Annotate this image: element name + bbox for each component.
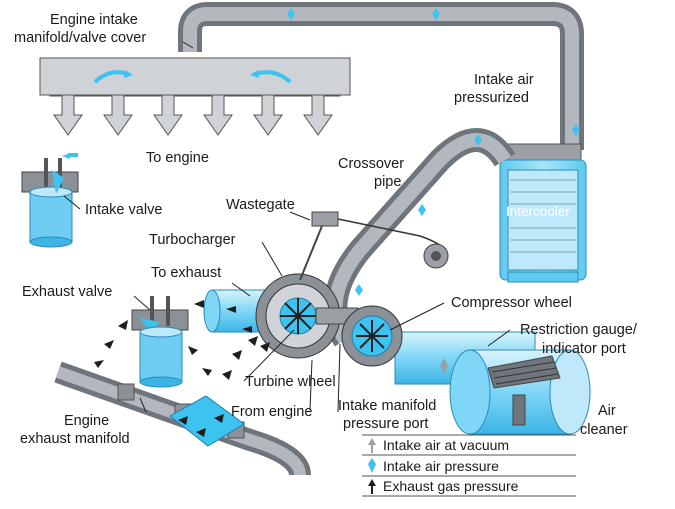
legend: Intake air at vacuum Intake air pressure… bbox=[362, 434, 576, 497]
intake-pipe bbox=[178, 2, 584, 150]
gray-arrow-icon bbox=[368, 438, 376, 453]
air-cleaner-label: Air cleaner bbox=[580, 403, 628, 438]
blue-arrow-icon bbox=[368, 458, 376, 473]
to-engine-label: To engine bbox=[146, 150, 209, 166]
intake-manifold-port-label: Intake manifold pressure port bbox=[338, 398, 440, 432]
legend-item-intake-pressure: Intake air pressure bbox=[368, 458, 499, 474]
to-exhaust-label: To exhaust bbox=[151, 265, 221, 281]
intake-manifold bbox=[39, 57, 351, 136]
restriction-gauge-label: Restriction gauge/ indicator port bbox=[520, 322, 641, 357]
intake-valve-label: Intake valve bbox=[85, 202, 162, 218]
from-engine-label: From engine bbox=[231, 404, 312, 420]
intake-cylinder bbox=[21, 153, 79, 248]
black-arrow-icon bbox=[368, 479, 376, 494]
compressor-wheel-label: Compressor wheel bbox=[451, 295, 572, 311]
exhaust-valve-label: Exhaust valve bbox=[22, 284, 112, 300]
crossover-pipe-label: Crossover pipe bbox=[338, 156, 408, 190]
turbocharger-label: Turbocharger bbox=[149, 232, 236, 248]
air-cleaner bbox=[449, 349, 591, 435]
wastegate-label: Wastegate bbox=[226, 197, 295, 213]
turbine-wheel-label: Turbine wheel bbox=[245, 374, 336, 390]
exhaust-manifold-label: Engine exhaust manifold bbox=[20, 413, 130, 447]
intake-air-pressurized-label: Intake air pressurized bbox=[454, 72, 538, 106]
intercooler bbox=[499, 143, 587, 283]
legend-item-exhaust-pressure: Exhaust gas pressure bbox=[368, 478, 519, 494]
leader-lines bbox=[63, 41, 511, 413]
exhaust-cylinder bbox=[94, 296, 212, 388]
legend-label: Exhaust gas pressure bbox=[383, 478, 519, 494]
turbocharger bbox=[194, 211, 449, 380]
legend-item-vacuum: Intake air at vacuum bbox=[368, 437, 509, 453]
intercooler-label: Intercooler bbox=[506, 204, 570, 219]
intake-manifold-label: Engine intake manifold/valve cover bbox=[14, 12, 146, 46]
exhaust-manifold bbox=[54, 361, 311, 477]
legend-label: Intake air pressure bbox=[383, 458, 499, 474]
legend-label: Intake air at vacuum bbox=[383, 437, 509, 453]
